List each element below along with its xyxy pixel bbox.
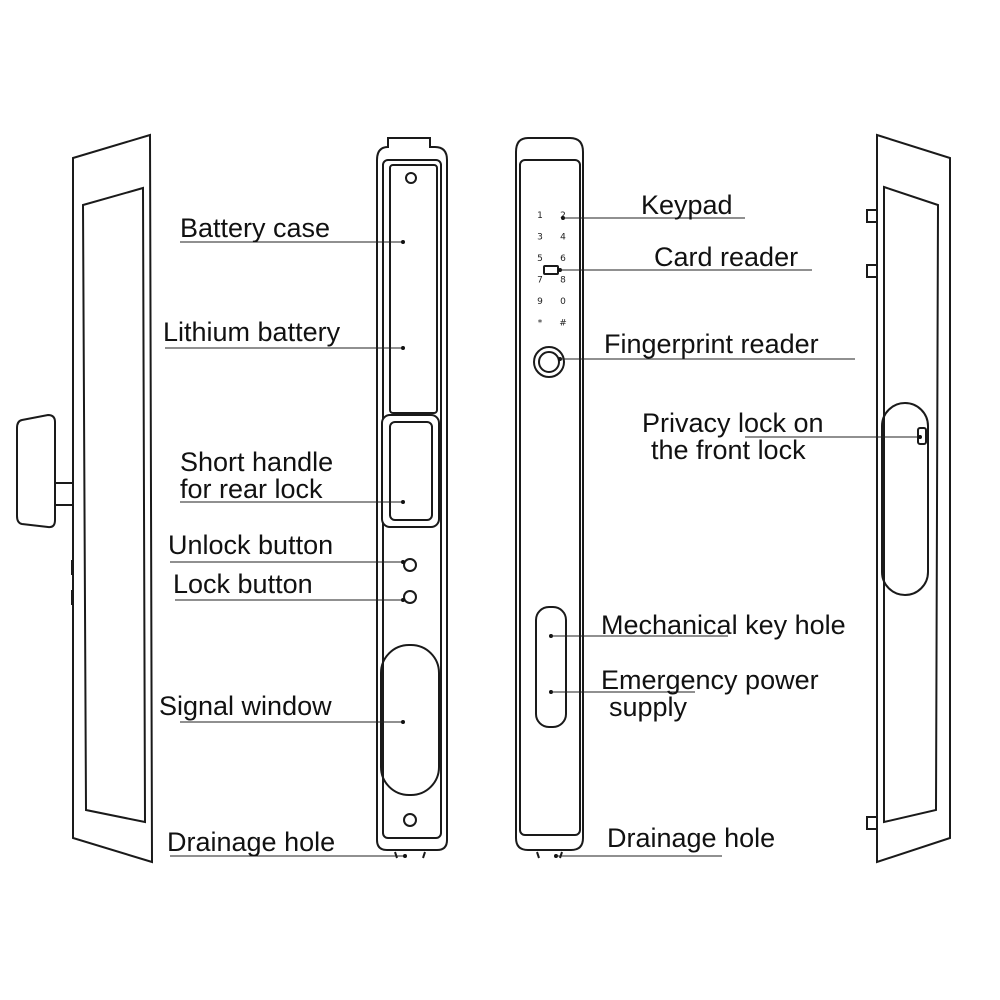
label-keypad: Keypad <box>641 190 733 220</box>
label-lock-button: Lock button <box>173 569 313 599</box>
front-lock-body: 1234567890*# <box>515 137 584 859</box>
rear-lock-body <box>376 137 448 859</box>
label-battery-case: Battery case <box>180 213 330 243</box>
key-hole-cover[interactable] <box>535 606 567 728</box>
labels: Battery case Lithium battery Short handl… <box>159 190 846 857</box>
unlock-button-icon[interactable] <box>403 558 417 572</box>
fingerprint-reader-icon[interactable] <box>533 346 565 378</box>
callout-lines <box>165 216 922 858</box>
label-emergency-power-line2: supply <box>609 692 688 722</box>
label-lithium-battery: Lithium battery <box>163 317 341 347</box>
right-side-view <box>866 133 951 864</box>
label-drainage-hole-front: Drainage hole <box>607 823 775 853</box>
privacy-lock-slot[interactable] <box>881 402 929 596</box>
label-unlock-button: Unlock button <box>168 530 333 560</box>
label-fingerprint-reader: Fingerprint reader <box>604 329 819 359</box>
keypad-key[interactable]: # <box>559 319 567 329</box>
label-privacy-lock-line1: Privacy lock on <box>642 408 824 438</box>
label-emergency-power-line1: Emergency power <box>601 665 819 695</box>
keypad-key[interactable]: 6 <box>560 254 566 264</box>
label-drainage-hole-rear: Drainage hole <box>167 827 335 857</box>
keypad-key[interactable]: 7 <box>537 276 543 286</box>
keypad-key[interactable]: 4 <box>560 233 566 243</box>
keypad-key[interactable]: 0 <box>560 297 566 307</box>
keypad-key[interactable]: * <box>538 319 543 329</box>
label-card-reader: Card reader <box>654 242 798 272</box>
short-handle[interactable] <box>381 414 440 528</box>
keypad-key[interactable]: 5 <box>537 254 543 264</box>
card-reader-icon <box>543 265 559 275</box>
label-mechanical-key-hole: Mechanical key hole <box>601 610 846 640</box>
keypad-key[interactable]: 8 <box>560 276 566 286</box>
label-signal-window: Signal window <box>159 691 332 721</box>
signal-window <box>380 644 440 796</box>
label-short-handle-line2: for rear lock <box>180 474 323 504</box>
label-privacy-lock-line2: the front lock <box>651 435 806 465</box>
lock-button-icon[interactable] <box>403 590 417 604</box>
keypad-key[interactable]: 3 <box>537 233 543 243</box>
keypad[interactable]: 1234567890*# <box>537 211 567 329</box>
keypad-key[interactable]: 1 <box>537 211 543 221</box>
keypad-key[interactable]: 9 <box>537 297 543 307</box>
left-side-view <box>16 133 154 864</box>
label-short-handle-line1: Short handle <box>180 447 333 477</box>
